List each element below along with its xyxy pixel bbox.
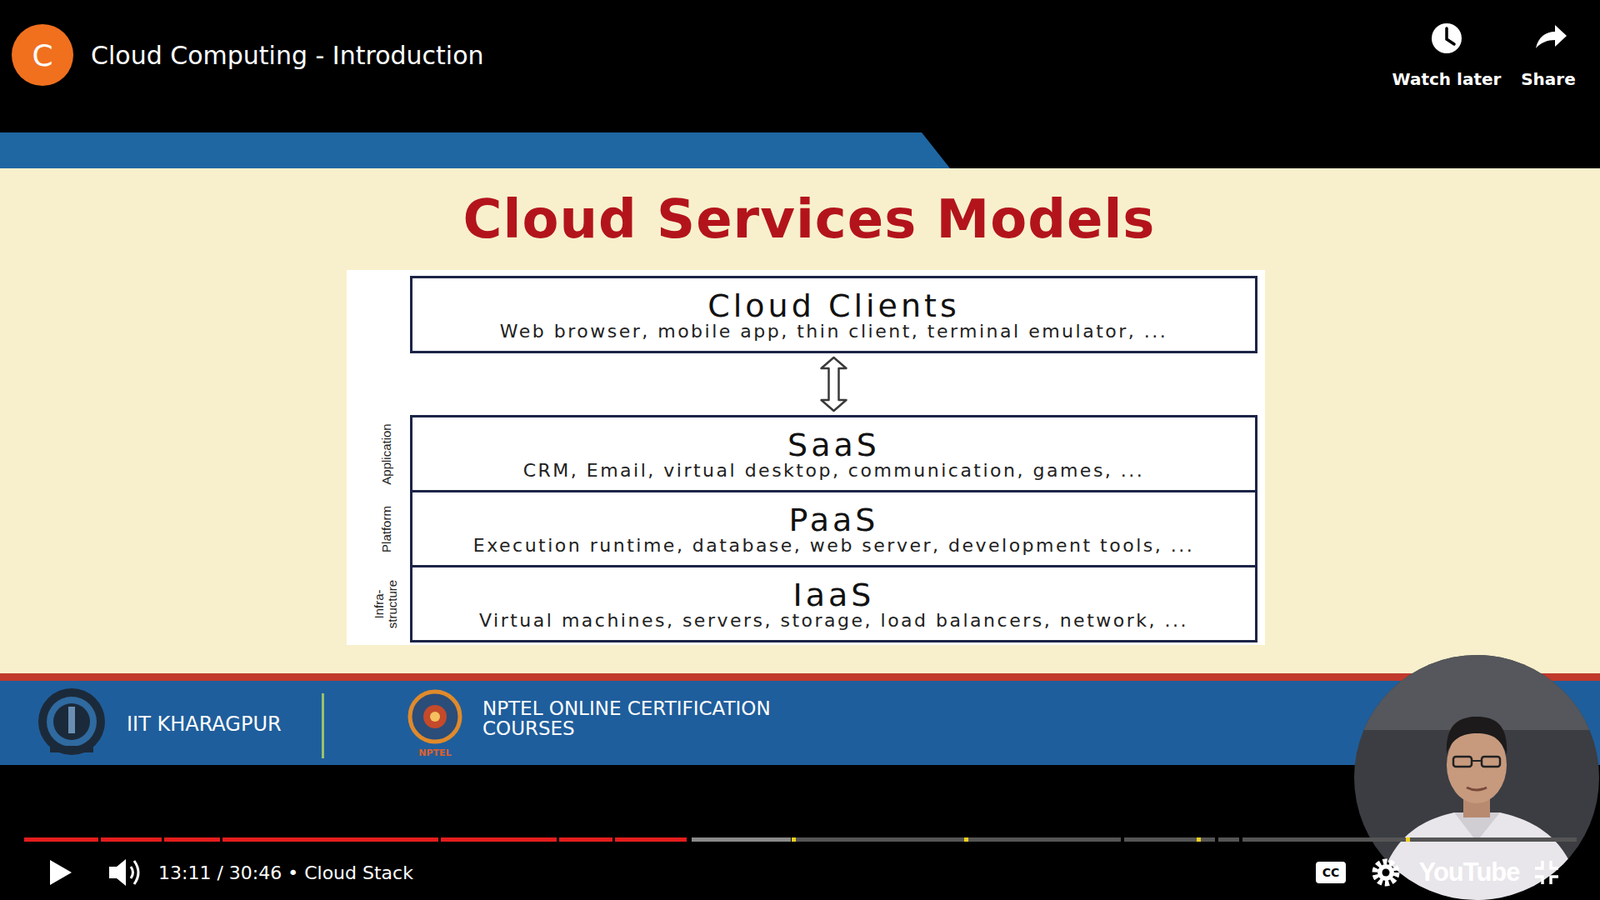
layer-heading: IaaS <box>793 578 875 612</box>
paas-layer: PaaSExecution runtime, database, web ser… <box>410 490 1258 568</box>
channel-avatar: C <box>11 24 74 86</box>
share-icon <box>1535 25 1567 49</box>
client-box: Cloud ClientsWeb browser, mobile app, th… <box>410 275 1258 354</box>
nptel-logo <box>410 691 460 742</box>
action-label: Watch later <box>1392 69 1502 90</box>
layer-heading: Cloud Clients <box>707 289 960 323</box>
layer-side-label: Infra- structure <box>372 572 400 636</box>
iaas-layer: IaaSVirtual machines, servers, storage, … <box>410 565 1258 643</box>
layer-heading: SaaS <box>787 428 880 462</box>
layer-examples: Virtual machines, servers, storage, load… <box>479 611 1189 630</box>
captions-button: CC <box>1315 861 1346 884</box>
slide-ground <box>0 168 1600 674</box>
youtube-logo: YouTube <box>1419 857 1520 888</box>
iit-logo <box>38 688 105 755</box>
layer-heading: PaaS <box>789 503 880 537</box>
layer-side-label: Application <box>379 423 394 485</box>
volume-icon <box>109 859 139 886</box>
webcam-inset <box>1354 655 1600 900</box>
course-banner: NPTEL ONLINE CERTIFICATION COURSES <box>482 698 783 739</box>
video-title: Cloud Computing - Introduction <box>90 40 485 70</box>
saas-layer: SaaSCRM, Email, virtual desktop, communi… <box>410 415 1258 493</box>
layer-examples: Web browser, mobile app, thin client, te… <box>500 322 1169 341</box>
diagram-panel <box>346 270 1265 645</box>
layer-side-label: Platform <box>379 505 394 553</box>
settings-gear-icon <box>1375 861 1397 884</box>
avatar-letter: C <box>31 38 53 73</box>
play-icon <box>50 860 72 885</box>
layer-examples: Execution runtime, database, web server,… <box>473 536 1195 555</box>
logo-caption: NPTEL <box>418 747 451 759</box>
captions-text: CC <box>1322 865 1340 880</box>
slide-title: Cloud Services Models <box>463 188 1156 250</box>
footer-rule <box>0 673 1600 681</box>
institute-name: IIT KHARAGPUR <box>126 712 282 736</box>
time-display: 13:11 / 30:46 • Cloud Stack <box>158 862 414 884</box>
double-arrow <box>821 357 847 411</box>
layer-examples: CRM, Email, virtual desktop, communicati… <box>523 461 1145 480</box>
watch-later-icon <box>1431 23 1462 54</box>
exit-fullscreen-icon <box>1535 860 1559 885</box>
progress-bar <box>24 837 1577 842</box>
header-band <box>0 132 950 169</box>
action-label: Share <box>1520 69 1576 90</box>
footer-divider <box>321 693 325 759</box>
